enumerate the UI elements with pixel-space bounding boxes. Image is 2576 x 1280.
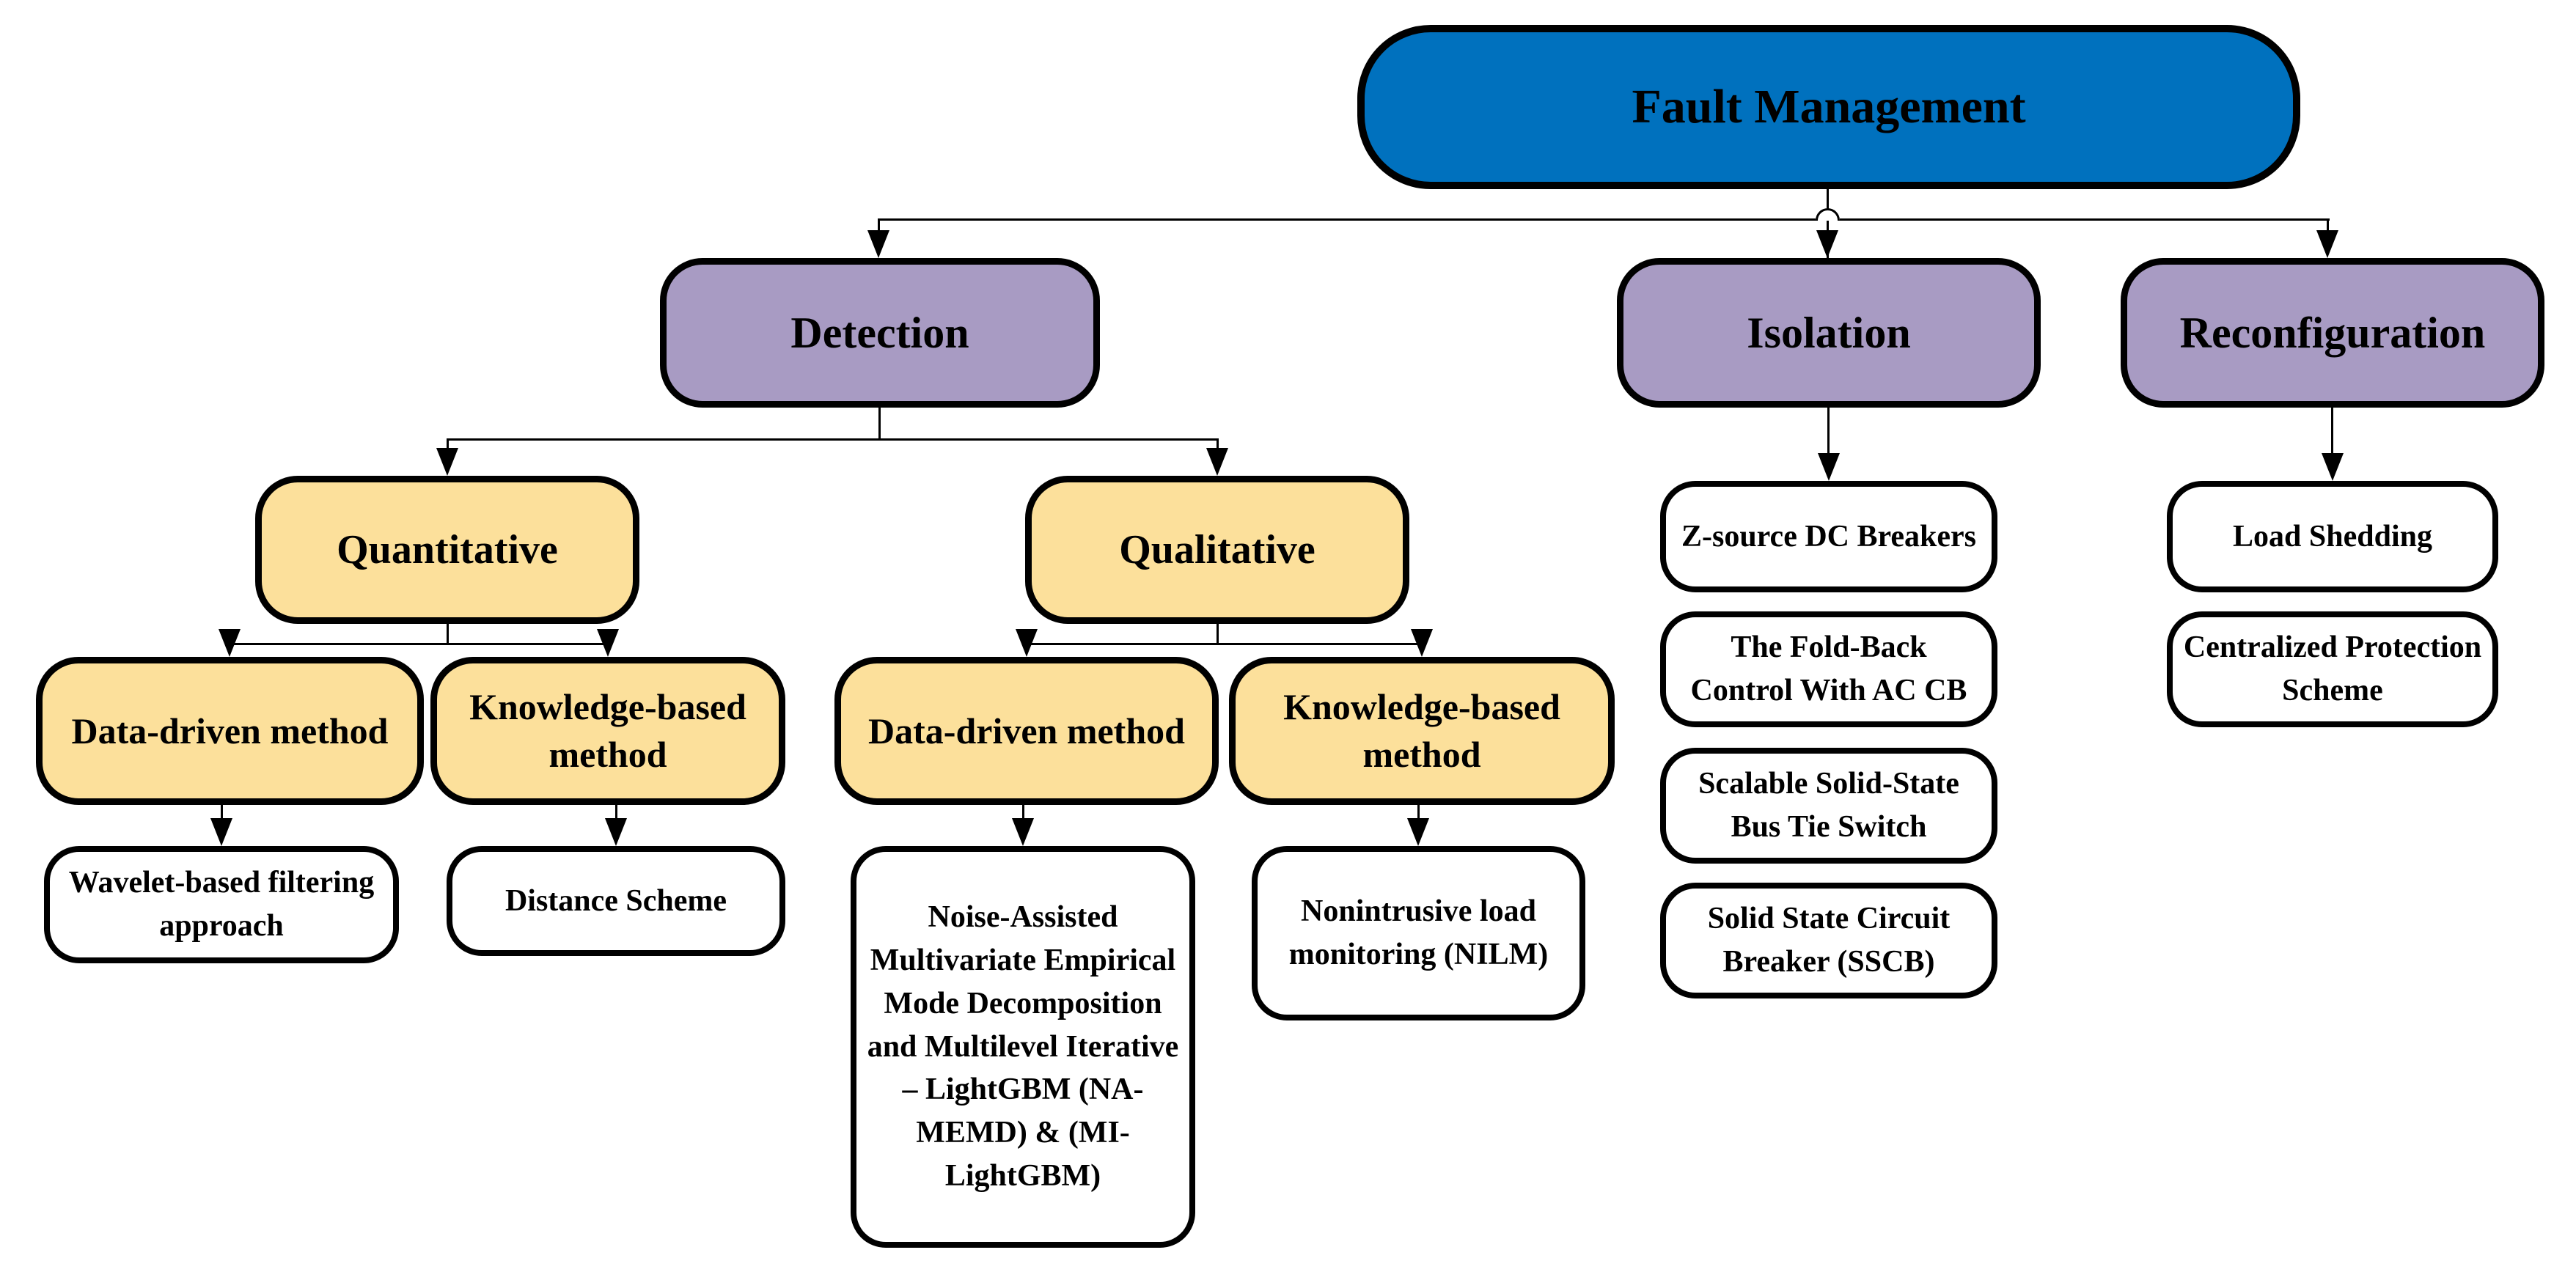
connector-level1-rail-left xyxy=(878,218,1816,221)
node-isolation: Isolation xyxy=(1617,258,2041,408)
down-arrowhead-icon xyxy=(597,629,619,657)
connector-qualitative-drop xyxy=(1217,438,1219,452)
connector-detection-drop xyxy=(878,218,880,235)
node-quantitative-data-driven-method: Data-driven method xyxy=(36,657,424,805)
node-qualitative-data-driven-method: Data-driven method xyxy=(834,657,1219,805)
connector-level1-rail-right xyxy=(1840,218,2330,221)
connector-reconfiguration-drop xyxy=(2327,218,2329,235)
down-arrowhead-icon xyxy=(1012,818,1034,846)
node-fold-back-control: The Fold-Back Control With AC CB xyxy=(1660,611,1997,727)
node-qualitative: Qualitative xyxy=(1025,476,1409,624)
down-arrowhead-icon xyxy=(210,818,232,846)
connector-qualitative-stem xyxy=(1217,624,1219,645)
node-label: Reconfiguration xyxy=(2179,308,2486,357)
down-arrowhead-icon xyxy=(605,818,627,846)
node-wavelet-based-filtering-approach: Wavelet-based filtering approach xyxy=(44,846,399,963)
node-detection: Detection xyxy=(660,258,1100,408)
node-label: Isolation xyxy=(1747,308,1911,357)
node-label: Z-source DC Breakers xyxy=(1681,519,1977,553)
down-arrowhead-icon xyxy=(1016,629,1038,657)
connector-qual-methods-rail xyxy=(1027,643,1422,645)
down-arrowhead-icon xyxy=(2322,453,2344,481)
node-label: Quantitative xyxy=(337,527,558,573)
node-centralized-protection-scheme: Centralized Protection Scheme xyxy=(2167,611,2498,727)
down-arrowhead-icon xyxy=(1816,230,1838,258)
node-load-shedding: Load Shedding xyxy=(2167,481,2498,592)
connector-isolation-stem xyxy=(1827,408,1830,459)
node-label: Detection xyxy=(790,308,969,357)
node-label: Centralized Protection Scheme xyxy=(2183,630,2482,707)
node-label: Scalable Solid-State Bus Tie Switch xyxy=(1698,767,1959,844)
connector-line-hop xyxy=(1816,208,1840,221)
node-label: Noise-Assisted Multivariate Empirical Mo… xyxy=(867,900,1179,1193)
node-label: Distance Scheme xyxy=(504,883,727,918)
node-z-source-dc-breakers: Z-source DC Breakers xyxy=(1660,481,1997,592)
node-label: Data-driven method xyxy=(868,710,1185,751)
node-label: Data-driven method xyxy=(71,710,389,751)
node-nonintrusive-load-monitoring: Nonintrusive load monitoring (NILM) xyxy=(1252,846,1585,1020)
node-scalable-solid-state-bus-tie-switch: Scalable Solid-State Bus Tie Switch xyxy=(1660,748,1997,864)
node-reconfiguration: Reconfiguration xyxy=(2121,258,2544,408)
connector-quantitative-stem xyxy=(447,624,449,645)
down-arrowhead-icon xyxy=(1411,629,1433,657)
node-fault-management: Fault Management xyxy=(1357,25,2300,189)
connector-reconfiguration-stem xyxy=(2331,408,2333,459)
node-label: Knowledge-based method xyxy=(469,686,746,775)
connector-leaf-stem xyxy=(1417,805,1420,825)
node-distance-scheme: Distance Scheme xyxy=(447,846,785,956)
node-na-memd-mi-lightgbm: Noise-Assisted Multivariate Empirical Mo… xyxy=(851,846,1195,1248)
down-arrowhead-icon xyxy=(2316,230,2338,258)
connector-level2-rail xyxy=(447,438,1219,441)
down-arrowhead-icon xyxy=(867,230,889,258)
node-qualitative-knowledge-based-method: Knowledge-based method xyxy=(1229,657,1615,805)
connector-leaf-stem xyxy=(221,805,223,825)
connector-root-stem xyxy=(1827,189,1829,260)
connector-leaf-stem xyxy=(1022,805,1024,825)
node-label: Load Shedding xyxy=(2233,519,2432,553)
node-quantitative: Quantitative xyxy=(255,476,639,624)
connector-quant-methods-rail xyxy=(230,643,608,645)
node-label: Nonintrusive load monitoring (NILM) xyxy=(1288,894,1549,971)
node-label: Knowledge-based method xyxy=(1283,686,1560,775)
node-quantitative-knowledge-based-method: Knowledge-based method xyxy=(430,657,785,805)
node-label: The Fold-Back Control With AC CB xyxy=(1690,630,1967,707)
connector-leaf-stem xyxy=(615,805,617,825)
node-label: Qualitative xyxy=(1119,527,1315,573)
node-solid-state-circuit-breaker: Solid State Circuit Breaker (SSCB) xyxy=(1660,883,1997,998)
node-label: Wavelet-based filtering approach xyxy=(68,866,375,943)
node-label: Fault Management xyxy=(1632,80,2026,133)
down-arrowhead-icon xyxy=(1407,818,1429,846)
down-arrowhead-icon xyxy=(1818,453,1840,481)
down-arrowhead-icon xyxy=(436,448,458,476)
down-arrowhead-icon xyxy=(1206,448,1228,476)
connector-quantitative-drop xyxy=(447,438,449,452)
down-arrowhead-icon xyxy=(219,629,241,657)
connector-detection-stem xyxy=(878,408,881,441)
node-label: Solid State Circuit Breaker (SSCB) xyxy=(1707,902,1951,979)
